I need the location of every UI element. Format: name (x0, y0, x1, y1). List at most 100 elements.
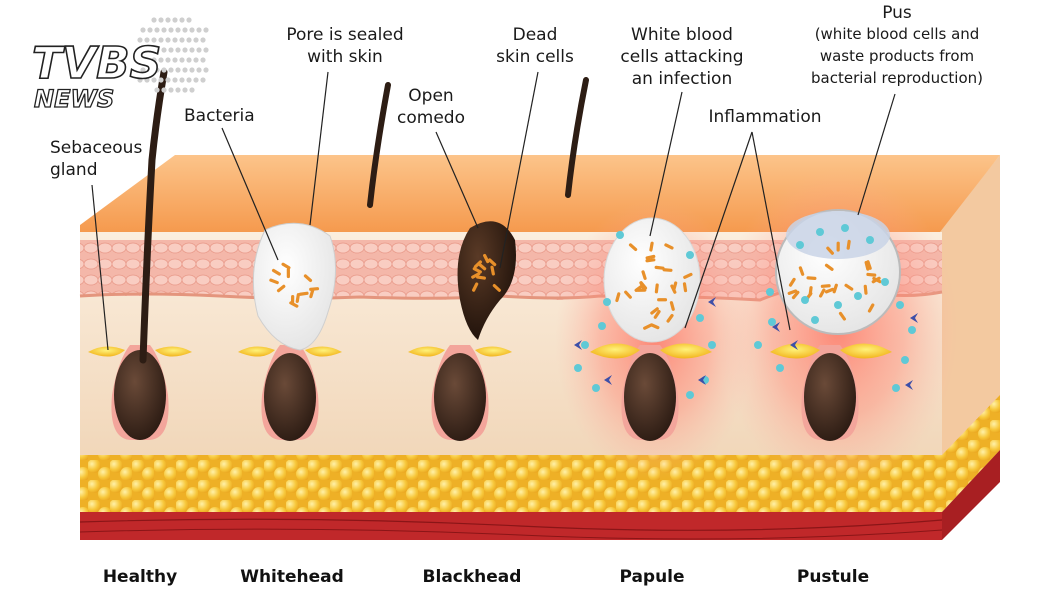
label-pus-title: Pus (882, 3, 912, 23)
logo-sub-text: NEWS (34, 85, 114, 113)
bacterium (477, 262, 487, 271)
bacterium (846, 239, 851, 250)
logo-dot (151, 57, 157, 63)
logo-dot (137, 77, 143, 83)
white-blood-cell (811, 316, 819, 324)
logo-dot (203, 47, 209, 53)
logo-dot (179, 37, 185, 43)
logo-dot (147, 47, 153, 53)
logo-dot (182, 27, 188, 33)
bacterium (276, 284, 286, 293)
logo-dot (189, 67, 195, 73)
logo-dot (175, 47, 181, 53)
logo-dot (158, 57, 164, 63)
logo-dot (200, 37, 206, 43)
bacterium (662, 268, 673, 272)
white-blood-cell (892, 384, 900, 392)
logo-dot (137, 37, 143, 43)
white-blood-cell (592, 384, 600, 392)
label-pore-sealed-line1: Pore is sealed (286, 25, 403, 45)
logo-dot (147, 67, 153, 73)
logo-dot (165, 17, 171, 23)
white-blood-cell (881, 278, 889, 286)
bacterium (628, 243, 638, 252)
leader-lines (91, 71, 896, 351)
white-blood-cell (603, 298, 611, 306)
logo-dot (179, 57, 185, 63)
phagocyte-marker (574, 340, 582, 350)
bacterium (641, 270, 647, 280)
label-wbc-line1: White blood (631, 25, 733, 45)
logo-dot (196, 47, 202, 53)
bacterium (650, 323, 660, 330)
bacterium (483, 253, 490, 264)
logo-dot (175, 27, 181, 33)
logo-dot (147, 27, 153, 33)
bacterium (653, 309, 661, 319)
label-sebaceous-gland-line2: gland (50, 160, 98, 180)
logo-dot (154, 87, 160, 93)
white-blood-cell-group (574, 224, 918, 399)
logo-dot (154, 27, 160, 33)
logo-dot (144, 77, 150, 83)
logo-dot (154, 67, 160, 73)
stage-label-whitehead: Whitehead (240, 567, 344, 587)
logo-dot (196, 67, 202, 73)
white-blood-cell (866, 236, 874, 244)
logo-dot (200, 77, 206, 83)
logo-dot (151, 37, 157, 43)
blackhead-plug (457, 221, 516, 340)
logo-dot (172, 17, 178, 23)
logo-dot (144, 57, 150, 63)
logo-dot (158, 17, 164, 23)
logo-dot (203, 67, 209, 73)
bacterium (838, 311, 846, 321)
logo-dot-grid (137, 17, 209, 93)
logo-dot (168, 87, 174, 93)
white-blood-cell (854, 292, 862, 300)
logo-dot (172, 37, 178, 43)
label-open-comedo-line2: comedo (397, 108, 465, 128)
bacterium (645, 254, 656, 260)
bacterium (683, 272, 693, 279)
white-blood-cell (908, 326, 916, 334)
phagocyte-marker (708, 297, 716, 307)
logo-dot (193, 77, 199, 83)
bacterium (624, 290, 632, 299)
logo-dot (168, 67, 174, 73)
bacterium (798, 266, 805, 276)
white-blood-cell (766, 288, 774, 296)
bacterium (488, 258, 497, 267)
logo-dot (161, 27, 167, 33)
bacterium (492, 284, 501, 292)
white-blood-cell (776, 364, 784, 372)
bacterium (309, 288, 315, 299)
logo-dot (189, 47, 195, 53)
logo-dot (151, 17, 157, 23)
logo-dot (186, 37, 192, 43)
follicle-whitehead (238, 222, 342, 441)
white-blood-cell (708, 341, 716, 349)
white-blood-cell (896, 301, 904, 309)
label-pus-line4: bacterial reproduction) (811, 69, 983, 87)
logo-dot (172, 77, 178, 83)
logo-dot (203, 27, 209, 33)
bacterium (826, 246, 834, 255)
bacterium (824, 287, 835, 294)
bacterium (269, 278, 279, 285)
logo-dot (140, 47, 146, 53)
label-bacteria: Bacteria (184, 106, 255, 126)
white-blood-cell (616, 231, 624, 239)
bacterium (864, 260, 870, 271)
white-blood-cell (574, 364, 582, 372)
logo-dot (186, 77, 192, 83)
stage-label-blackhead: Blackhead (423, 567, 522, 587)
logo-dot (168, 27, 174, 33)
bacterium (309, 287, 320, 291)
bacterium (863, 284, 868, 295)
white-blood-cell (796, 241, 804, 249)
bacterium (664, 243, 674, 250)
bacterium (866, 272, 877, 277)
bacterium (490, 265, 495, 276)
logo-dot (168, 47, 174, 53)
